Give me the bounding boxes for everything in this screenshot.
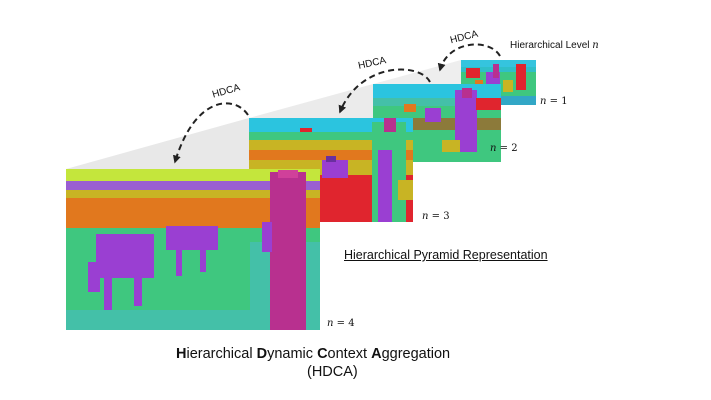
hdca-arrow-2-1: [437, 43, 501, 72]
hdca-arrow-3-2: [338, 68, 431, 114]
hdca-caption-abbr: (HDCA): [307, 364, 358, 380]
hdca-caption: Hierarchical Dynamic Context Aggregation: [176, 346, 451, 362]
hierarchical-level-label: Hierarchical Level n: [510, 40, 599, 51]
level-label-1: n = 1: [540, 96, 568, 107]
pyramid-representation-label: Hierarchical Pyramid Representation: [344, 248, 548, 262]
level-label-4: n = 4: [327, 318, 355, 329]
segmentation-level-4: [66, 169, 320, 330]
level-label-2: n = 2: [490, 143, 518, 154]
hdca-arrows: [173, 43, 501, 164]
level-label-3: n = 3: [422, 211, 450, 222]
